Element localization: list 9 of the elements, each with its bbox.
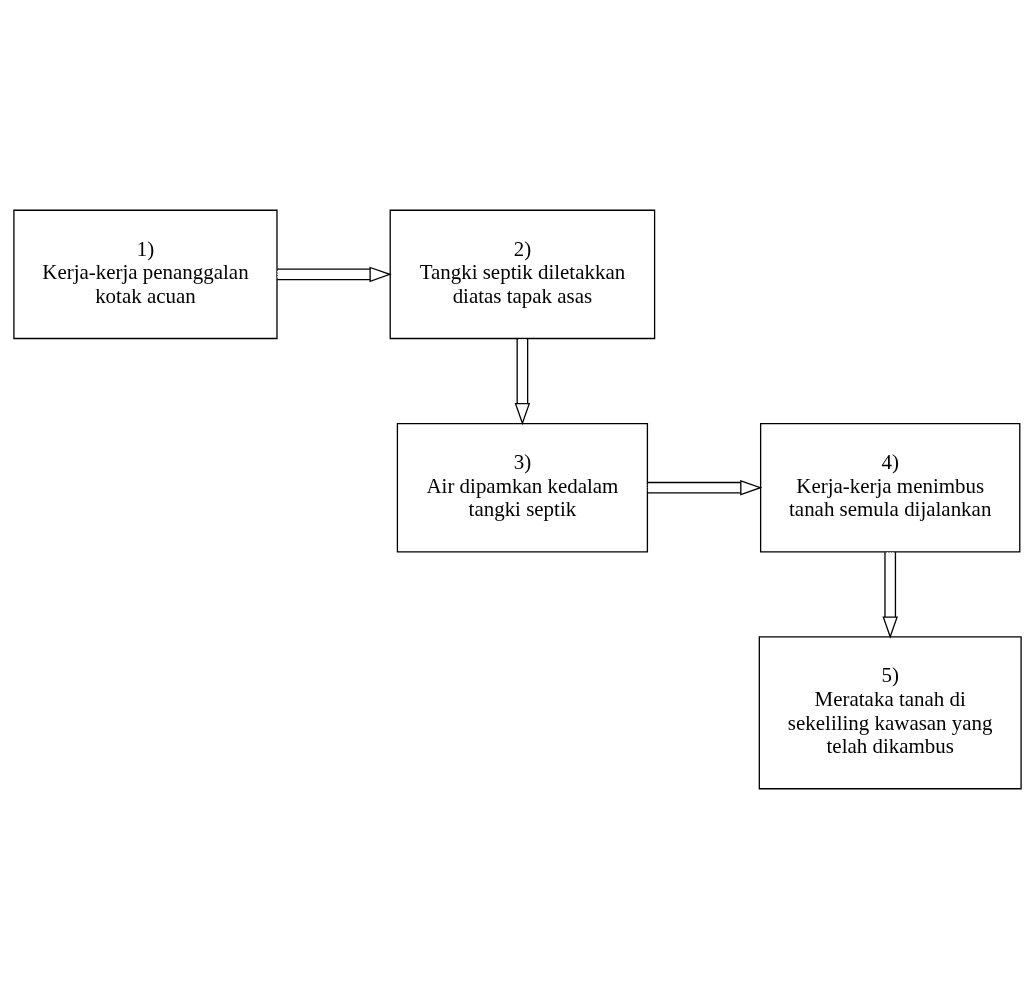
node-box: 4) Kerja-kerja menimbus tanah semula dijalankan <box>759 422 1021 552</box>
node-box: 2) Tangki septik diletakkan diatas tapak asas <box>389 209 656 339</box>
arrow <box>276 266 392 282</box>
node-box: 5) Merataka tanah di sekeliling kawasan yang telah dikambus <box>758 635 1022 789</box>
node-box: 3) Air dipamkan kedalam tangki septik <box>396 422 649 552</box>
arrow <box>882 551 898 639</box>
arrow <box>514 337 531 425</box>
node-box: 1) Kerja-kerja penanggalan kotak acuan <box>13 209 278 339</box>
arrow <box>647 479 763 495</box>
